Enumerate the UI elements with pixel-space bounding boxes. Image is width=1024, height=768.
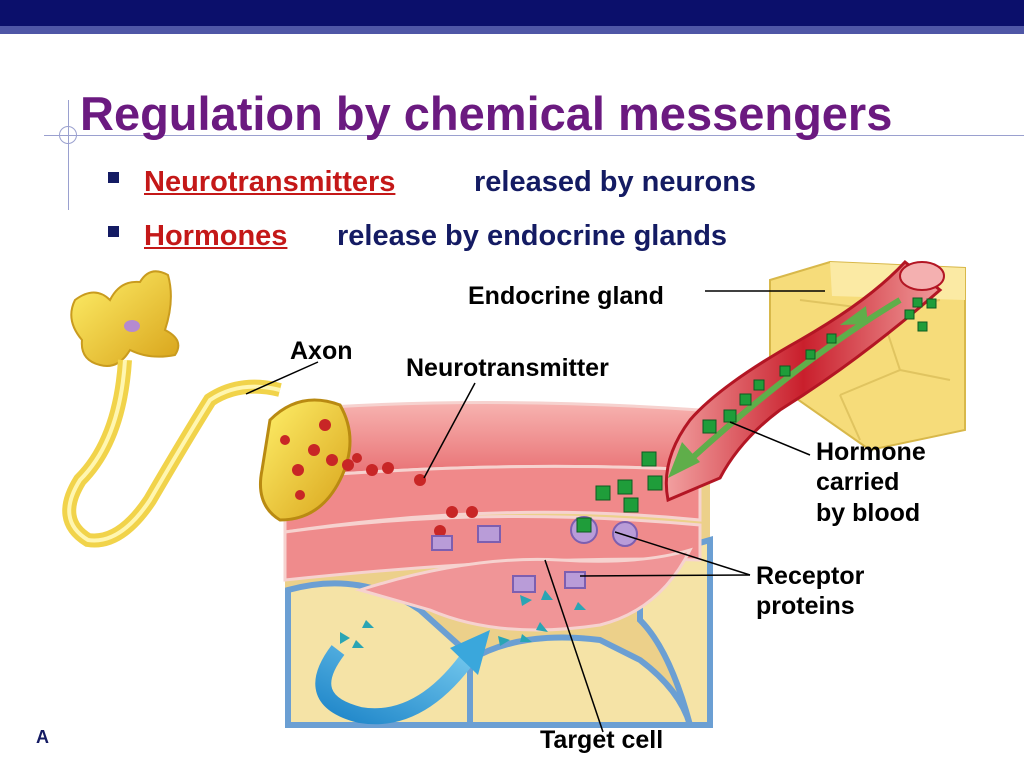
crosshair-ornament: [59, 126, 77, 144]
signal-molecules: [340, 590, 586, 648]
label-target-cell: Target cell: [540, 726, 664, 754]
label-hormone-line1: Hormone: [816, 438, 926, 466]
top-banner-stripe: [0, 26, 1024, 34]
slide-title: Regulation by chemical messengers: [80, 87, 893, 140]
guide-horizontal-line: [44, 135, 1024, 136]
bullet-text: released by neurons: [474, 166, 757, 198]
label-axon: Axon: [290, 337, 353, 365]
guide-vertical-line: [68, 100, 69, 210]
hormone-molecules: [576, 297, 937, 533]
bullet-term: Neurotransmitters: [144, 166, 396, 198]
label-hormone-line3: by blood: [816, 499, 921, 527]
label-endocrine-gland: Endocrine gland: [468, 282, 664, 310]
bullet-square-icon: [108, 172, 119, 183]
bullet-term: Hormones: [144, 220, 288, 252]
signal-arrow-icon: [315, 630, 490, 725]
leader-lines: [245, 290, 825, 733]
blood-vessel: [664, 259, 945, 503]
bullet-square-icon: [108, 226, 119, 237]
top-banner: [0, 0, 1024, 26]
label-hormone-line2: carried: [816, 468, 900, 496]
footer-mark: A: [36, 727, 49, 747]
label-neurotransmitter: Neurotransmitter: [406, 354, 609, 382]
neurotransmitter-molecules: [326, 453, 478, 537]
bullet-text: release by endocrine glands: [337, 220, 728, 252]
neuron: [62, 270, 352, 548]
label-receptor-line1: Receptor: [756, 562, 865, 590]
label-receptor-line2: proteins: [756, 592, 855, 620]
